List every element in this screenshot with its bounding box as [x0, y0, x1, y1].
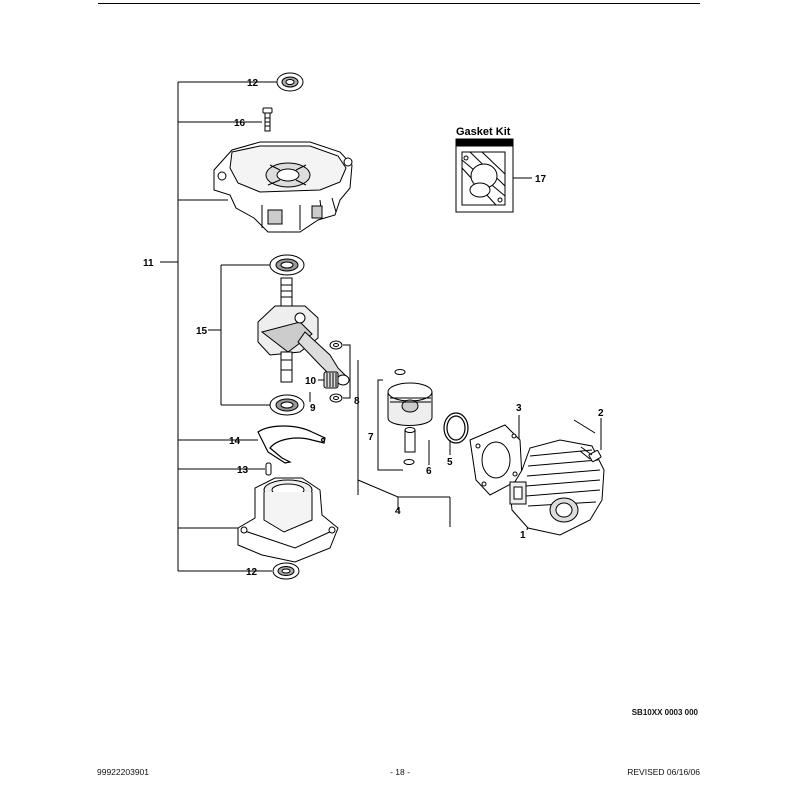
- gasket-kit-title: Gasket Kit: [456, 126, 511, 138]
- part-10-needle-bearing: [323, 371, 339, 389]
- callout-14: 14: [229, 436, 241, 447]
- callout-17: 17: [535, 174, 547, 185]
- part-13-pin: [265, 462, 272, 476]
- callout-10: 10: [305, 376, 317, 387]
- top-rule: [98, 3, 700, 4]
- callout-13: 13: [237, 465, 249, 476]
- callout-7: 7: [368, 432, 374, 443]
- part-12-seal-top: [276, 72, 304, 92]
- footer-revised-date: REVISED 06/16/06: [627, 767, 700, 777]
- part-2-bolt: [579, 446, 602, 463]
- crankcase-upper: [213, 141, 353, 233]
- callout-12-top: 12: [247, 78, 259, 89]
- callout-6: 6: [426, 466, 432, 477]
- footer-page-number: - 18 -: [390, 767, 410, 777]
- part-12-seal-bottom: [272, 562, 300, 580]
- callout-4: 4: [395, 506, 401, 517]
- piston-assembly: [387, 369, 433, 465]
- gasket-kit-box: [455, 138, 514, 213]
- callout-3: 3: [516, 403, 522, 414]
- part-3-cylinder-gasket: [469, 424, 523, 496]
- part-8-washers: [329, 340, 343, 403]
- callout-9: 9: [310, 403, 316, 414]
- callout-1: 1: [520, 530, 526, 541]
- part-1-cylinder: [509, 439, 605, 536]
- callout-11: 11: [143, 258, 154, 269]
- bearing-lower: [269, 394, 305, 416]
- callout-8: 8: [354, 396, 360, 407]
- part-14-gasket: [257, 425, 326, 464]
- part-16-bolt: [262, 107, 273, 132]
- footer-part-number: 99922203901: [97, 767, 150, 777]
- callout-15: 15: [196, 326, 208, 337]
- diagram-reference-code: SB10XX 0003 000: [631, 708, 698, 717]
- leader-lines: [160, 81, 602, 572]
- callout-2: 2: [598, 408, 604, 419]
- bearing-upper: [269, 254, 305, 276]
- callout-16: 16: [234, 118, 246, 129]
- part-5-piston-ring: [443, 412, 469, 444]
- callout-5: 5: [447, 457, 453, 468]
- crankcase-lower: [237, 477, 339, 563]
- crankshaft: [257, 277, 350, 386]
- callout-12-bottom: 12: [246, 567, 258, 578]
